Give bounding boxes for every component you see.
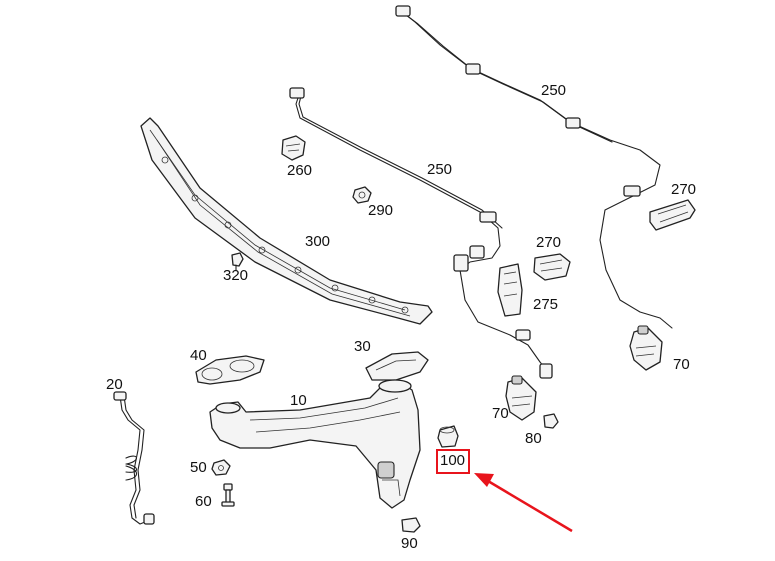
label-270-center: 270 (536, 234, 562, 251)
label-290: 290 (368, 202, 394, 219)
clip-part-290 (352, 186, 372, 204)
grommet-part-80 (543, 413, 559, 429)
label-10: 10 (290, 392, 307, 409)
washer-reservoir-part-10 (209, 379, 421, 509)
clip-part-320 (231, 252, 244, 271)
washer-hose-part-250-right (395, 5, 673, 329)
nozzle-part-270-center (533, 253, 571, 281)
cover-part-30 (365, 351, 429, 381)
plug-part-100 (437, 425, 459, 448)
label-20: 20 (106, 376, 123, 393)
label-320: 320 (223, 267, 249, 284)
washer-hose-part-250-left (289, 87, 553, 379)
label-50: 50 (190, 459, 207, 476)
washer-pump-part-70-right (629, 325, 663, 371)
label-40: 40 (190, 347, 207, 364)
bracket-part-275 (497, 263, 523, 317)
label-70-center: 70 (492, 405, 509, 422)
nut-part-50 (211, 459, 231, 476)
bolt-part-60 (221, 483, 235, 507)
holder-part-260 (281, 135, 306, 161)
label-250-top: 250 (541, 82, 567, 99)
label-300: 300 (305, 233, 331, 250)
label-70-right: 70 (673, 356, 690, 373)
label-100: 100 (440, 452, 466, 469)
label-250-mid: 250 (427, 161, 453, 178)
label-260: 260 (287, 162, 313, 179)
label-270-right: 270 (671, 181, 697, 198)
label-60: 60 (195, 493, 212, 510)
seal-part-40 (195, 355, 265, 385)
label-275: 275 (533, 296, 559, 313)
label-90: 90 (401, 535, 418, 552)
highlight-box (436, 449, 470, 474)
highlight-arrow (474, 473, 573, 533)
label-30: 30 (354, 338, 371, 355)
washer-pump-part-70-center (505, 375, 537, 421)
label-80: 80 (525, 430, 542, 447)
cowl-panel-part-300 (140, 117, 433, 325)
nozzle-part-270-right (649, 199, 696, 231)
hose-part-20 (113, 391, 155, 525)
grommet-part-90 (401, 517, 421, 533)
